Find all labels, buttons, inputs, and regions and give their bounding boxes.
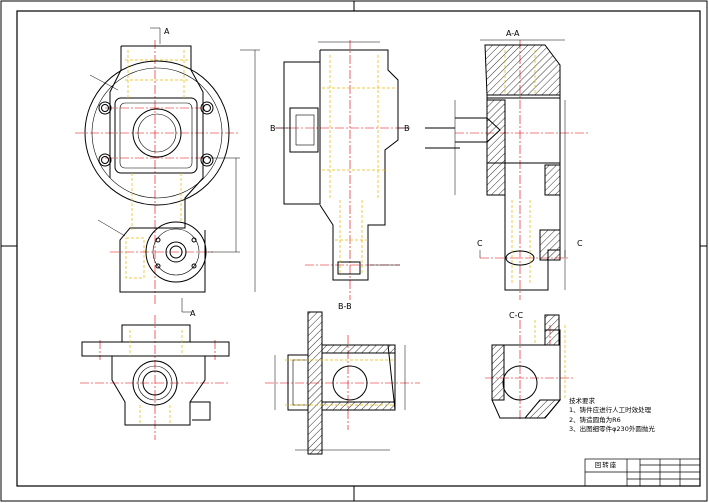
notes-item-2: 2、铸造圆角为R6 xyxy=(569,415,621,424)
technical-requirements: 技术要求 1、铸件应进行人工时效处理 2、铸造圆角为R6 3、出图细零件φ230… xyxy=(569,397,701,434)
front-view xyxy=(75,27,260,313)
side-view-outline xyxy=(283,49,399,281)
front-view-dimensions xyxy=(89,27,260,313)
section-cc-outline xyxy=(491,314,562,419)
title-block xyxy=(584,458,701,487)
section-mark-b-right: B xyxy=(404,124,410,133)
section-bb-dimensions xyxy=(274,345,406,451)
front-view-hidden xyxy=(125,50,188,279)
section-mark-a-bottom: A xyxy=(190,309,196,318)
section-cc-hidden xyxy=(534,320,566,400)
section-mark-c-left: C xyxy=(477,239,483,248)
section-title-bb: B-B xyxy=(338,302,352,311)
inner-border xyxy=(16,10,701,487)
bottom-view xyxy=(80,315,230,440)
section-bb-hidden xyxy=(285,359,395,406)
front-view-outline xyxy=(84,45,230,293)
section-mark-a-top: A xyxy=(164,27,170,36)
section-cc-view xyxy=(485,314,575,420)
notes-heading: 技术要求 xyxy=(569,397,595,405)
section-aa-dimensions xyxy=(454,39,566,290)
notes-item-1: 1、铸件应进行人工时效处理 xyxy=(569,406,652,415)
section-aa-hidden xyxy=(504,50,536,285)
section-aa-outline xyxy=(425,44,561,291)
section-title-cc: C-C xyxy=(509,311,523,320)
section-mark-c-right: C xyxy=(577,239,583,248)
section-bb-outline xyxy=(287,311,396,455)
bottom-view-outline xyxy=(81,324,230,426)
bottom-view-hidden xyxy=(129,330,183,425)
side-view-dimensions xyxy=(276,41,410,266)
bottom-view-centerlines xyxy=(80,315,230,440)
title-block-part-name: 回转座 xyxy=(594,461,618,469)
section-mark-b-left: B xyxy=(270,124,276,133)
section-title-aa: A-A xyxy=(506,29,520,38)
notes-item-3: 3、出图细零件φ230外圆抛光 xyxy=(569,424,655,433)
side-view-hidden xyxy=(322,55,395,275)
section-bb-view xyxy=(265,311,420,455)
section-aa-view xyxy=(425,39,590,300)
side-view xyxy=(275,40,410,300)
